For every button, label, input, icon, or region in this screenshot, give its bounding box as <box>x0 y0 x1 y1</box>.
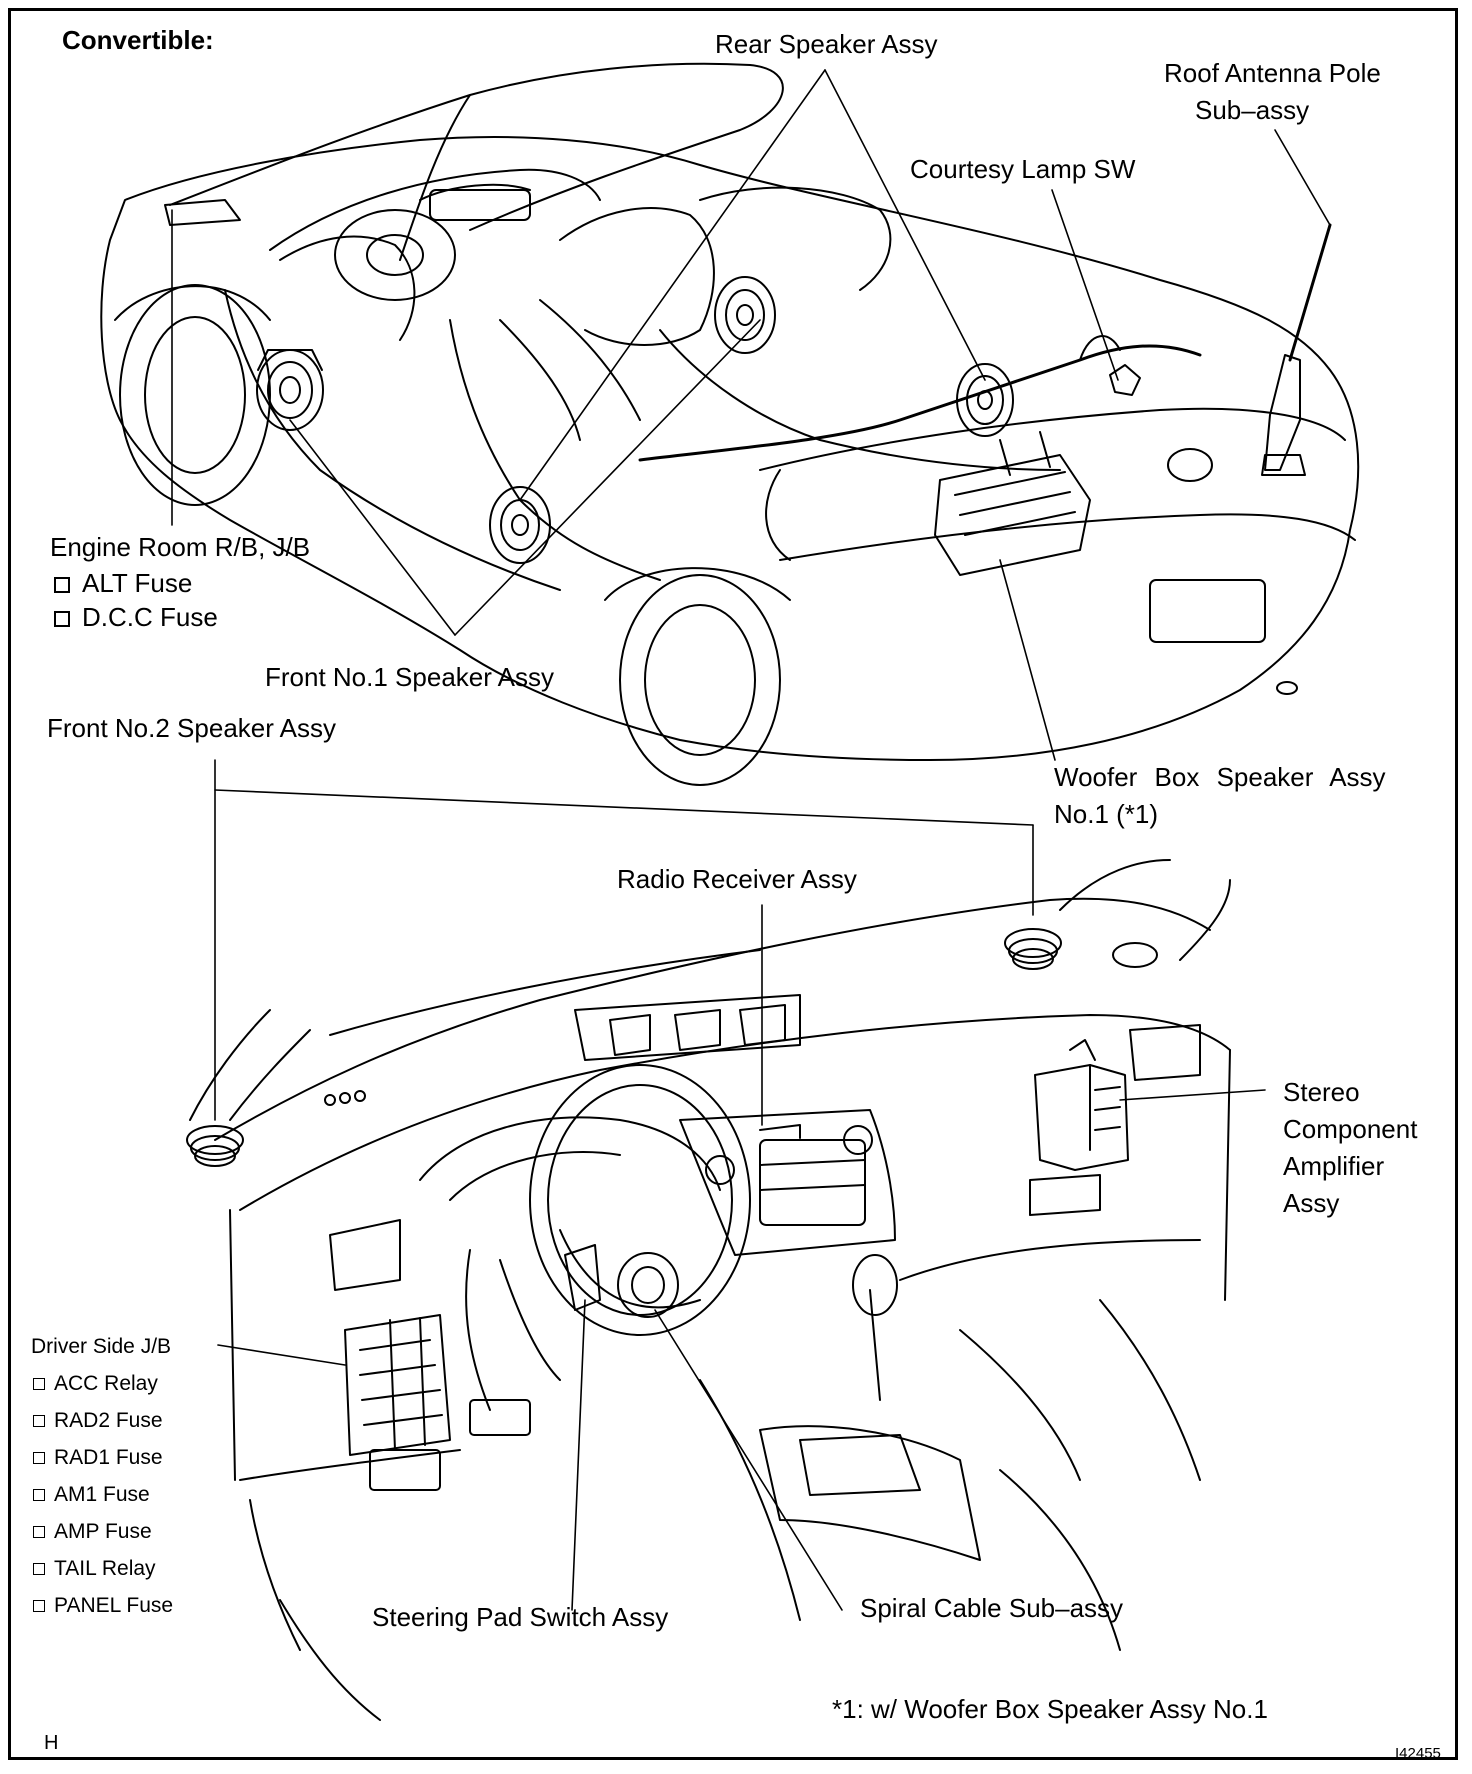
figure-id: I42455 <box>1395 1745 1441 1762</box>
spiral-cable <box>617 1252 679 1318</box>
engine-room-item-label: ALT Fuse <box>82 568 193 598</box>
label-courtesy-lamp: Courtesy Lamp SW <box>910 154 1136 184</box>
label-radio-receiver: Radio Receiver Assy <box>617 864 857 894</box>
label-woofer-2: No.1 (*1) <box>1054 799 1159 829</box>
label-rear-speaker: Rear Speaker Assy <box>715 29 938 59</box>
label-spiral-cable: Spiral Cable Sub–assy <box>860 1593 1124 1623</box>
page-heading: Convertible: <box>62 25 214 55</box>
checkbox-icon <box>54 577 70 593</box>
driver-side-item-label: AMP Fuse <box>54 1520 152 1543</box>
driver-side-junction-block <box>344 1314 451 1456</box>
label-stereo-2: Component <box>1283 1114 1418 1144</box>
engine-room-relay-block <box>164 199 241 226</box>
checkbox-icon <box>33 1489 45 1501</box>
corner-code: H <box>44 1732 59 1754</box>
upper-leader-lines <box>171 69 1331 761</box>
driver-side-item-label: AM1 Fuse <box>54 1483 150 1506</box>
driver-side-item-label: PANEL Fuse <box>54 1594 174 1617</box>
label-front-no2-speaker: Front No.2 Speaker Assy <box>47 713 337 743</box>
checkbox-icon <box>33 1563 45 1575</box>
driver-side-item-label: RAD1 Fuse <box>54 1446 163 1469</box>
checkbox-icon <box>54 611 70 627</box>
checkbox-icon <box>33 1452 45 1464</box>
footnote: *1: w/ Woofer Box Speaker Assy No.1 <box>832 1694 1268 1724</box>
engine-room-item-list: ALT Fuse D.C.C Fuse <box>54 566 218 634</box>
label-woofer-1: Woofer Box Speaker Assy <box>1054 762 1386 792</box>
engine-room-item: ALT Fuse <box>54 566 218 600</box>
engine-room-item: D.C.C Fuse <box>54 600 218 634</box>
rear-speaker-right <box>956 363 1014 437</box>
checkbox-icon <box>33 1526 45 1538</box>
driver-side-item-label: TAIL Relay <box>54 1557 156 1580</box>
rear-speaker-left <box>714 276 776 354</box>
label-engine-room: Engine Room R/B, J/B <box>50 532 311 562</box>
label-stereo-1: Stereo <box>1283 1077 1360 1107</box>
checkbox-icon <box>33 1415 45 1427</box>
lower-leader-lines <box>217 904 1266 1611</box>
label-stereo-4: Assy <box>1283 1188 1340 1218</box>
driver-side-item: AMP Fuse <box>33 1513 173 1550</box>
label-steering-pad: Steering Pad Switch Assy <box>372 1602 669 1632</box>
label-roof-antenna-2: Sub–assy <box>1195 95 1310 125</box>
driver-side-item-label: RAD2 Fuse <box>54 1409 163 1432</box>
stereo-component-amplifier <box>1034 1039 1129 1171</box>
radio-receiver <box>759 1124 801 1139</box>
front-no1-speaker-left <box>256 349 324 431</box>
driver-side-item-list: ACC Relay RAD2 Fuse RAD1 Fuse AM1 Fuse A… <box>33 1365 173 1624</box>
engine-room-item-label: D.C.C Fuse <box>82 602 218 632</box>
driver-side-item: RAD2 Fuse <box>33 1402 173 1439</box>
checkbox-icon <box>33 1378 45 1390</box>
front-no2-speaker-right <box>1004 928 1062 970</box>
figure-frame <box>8 8 1458 1760</box>
checkbox-icon <box>33 1600 45 1612</box>
front-no2-leader-lines <box>214 759 1034 1121</box>
car-body <box>100 62 1360 786</box>
driver-side-item-label: ACC Relay <box>54 1372 158 1395</box>
label-stereo-3: Amplifier <box>1283 1151 1385 1181</box>
roof-antenna <box>1261 223 1332 476</box>
driver-side-item: RAD1 Fuse <box>33 1439 173 1476</box>
label-roof-antenna-1: Roof Antenna Pole <box>1164 58 1381 88</box>
woofer-box <box>934 431 1091 576</box>
label-driver-side-jb: Driver Side J/B <box>31 1335 172 1358</box>
driver-side-item: ACC Relay <box>33 1365 173 1402</box>
dashboard <box>189 859 1231 1721</box>
steering-pad-switch <box>564 1244 601 1311</box>
driver-side-item: TAIL Relay <box>33 1550 173 1587</box>
driver-side-item: PANEL Fuse <box>33 1587 173 1624</box>
front-no2-speaker-left <box>186 1125 244 1167</box>
driver-side-item: AM1 Fuse <box>33 1476 173 1513</box>
label-front-no1-speaker: Front No.1 Speaker Assy <box>265 662 555 692</box>
courtesy-lamp-switch <box>1109 364 1141 396</box>
